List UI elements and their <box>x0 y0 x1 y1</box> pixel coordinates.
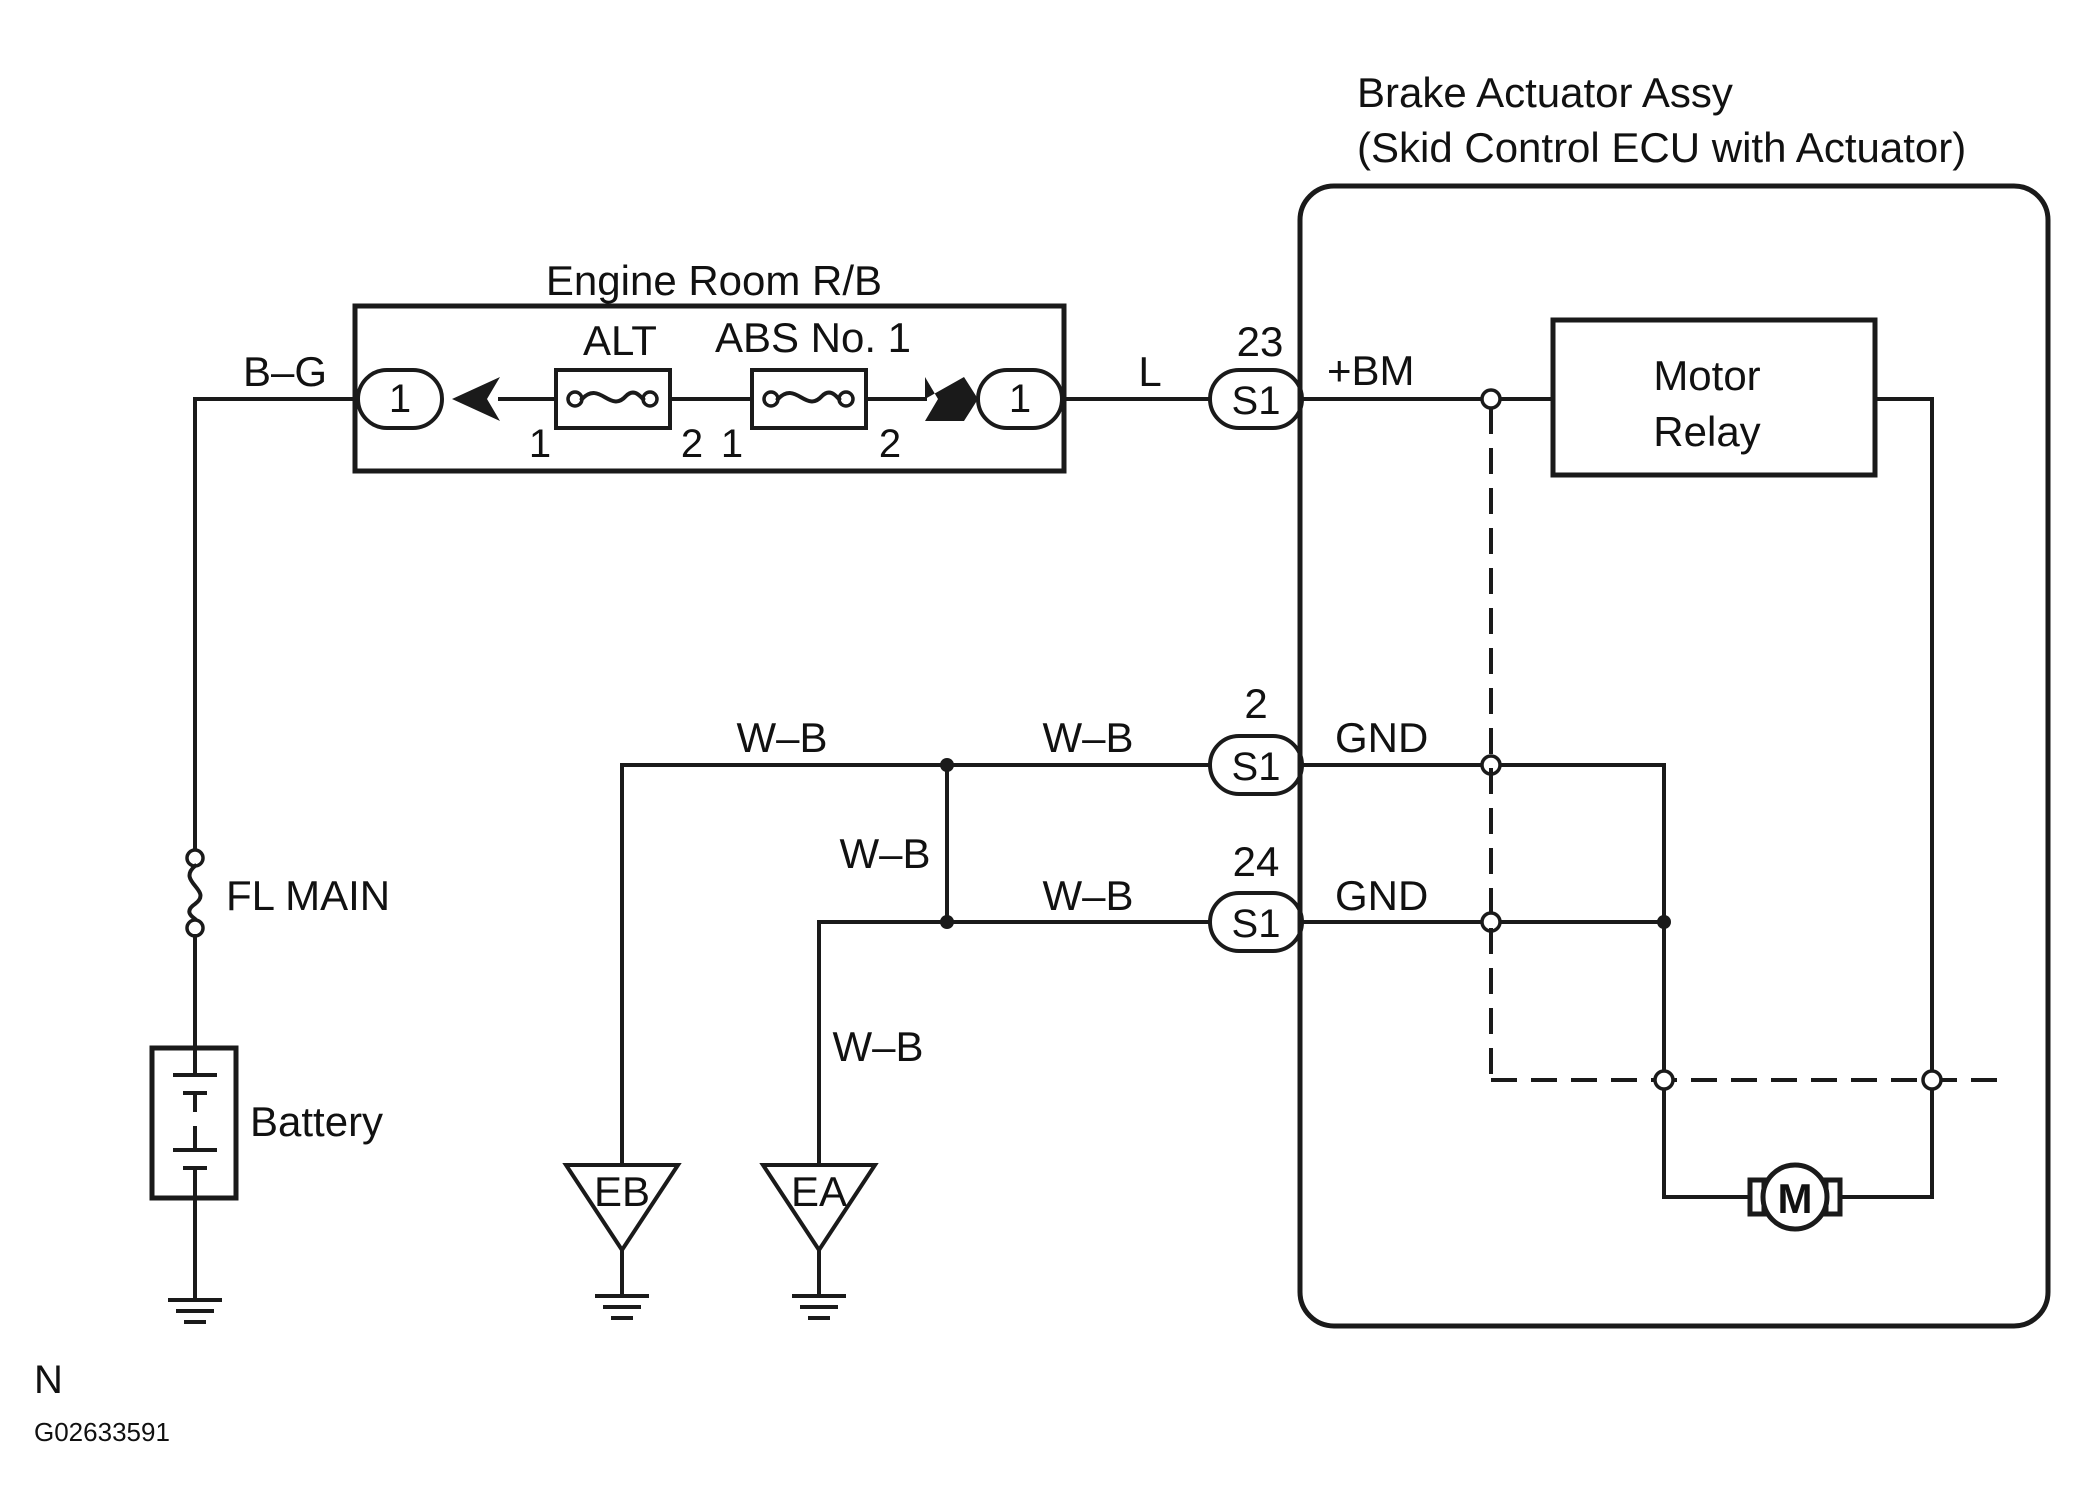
brake-actuator-subtitle: (Skid Control ECU with Actuator) <box>1357 124 1966 171</box>
s1-bm-pin-number: 23 <box>1237 318 1284 365</box>
motor-label: M <box>1778 1175 1813 1222</box>
wire-label-wb-mid-top: W–B <box>1042 714 1133 761</box>
fuse-alt-label: ALT <box>583 317 657 364</box>
battery-icon <box>173 1046 217 1200</box>
node-wb-bottom-junction <box>940 915 954 929</box>
fuse-abs-pin-in: 1 <box>721 422 743 466</box>
wire-label-ecu-feed: L <box>1138 348 1161 395</box>
fuse-alt-pin-in: 1 <box>529 422 551 466</box>
wire-battery-feed <box>193 397 360 853</box>
fuse-abs-icon <box>762 390 855 408</box>
rb-left-pin: 1 <box>389 377 411 421</box>
engine-room-rb-title: Engine Room R/B <box>546 257 882 304</box>
node-motor-left <box>1653 1069 1675 1091</box>
engine-room-rb-box <box>352 303 1067 474</box>
signal-gnd1: GND <box>1335 714 1428 761</box>
battery-ground-icon <box>168 1298 222 1324</box>
ground-ea-icon <box>759 1163 879 1254</box>
motor-icon <box>1747 1162 1843 1232</box>
battery-label: Battery <box>250 1098 383 1145</box>
wire-label-wb-left-top: W–B <box>736 714 827 761</box>
signal-gnd2: GND <box>1335 872 1428 919</box>
s1-gnd2-pin-number: 24 <box>1233 838 1280 885</box>
wire-label-wb-ea-drop: W–B <box>832 1023 923 1070</box>
footer-letter: N <box>34 1358 63 1402</box>
node-bm <box>1480 388 1502 410</box>
ground-ea-label: EA <box>791 1168 847 1215</box>
wire-label-battery-feed: B–G <box>243 348 327 395</box>
signal-bm: +BM <box>1327 347 1415 394</box>
footer-code: G02633591 <box>34 1417 170 1447</box>
ground-eb-label: EB <box>594 1168 650 1215</box>
wire-label-wb-vertical: W–B <box>839 830 930 877</box>
s1-gnd1-pin-number: 2 <box>1244 680 1267 727</box>
ground-eb-earth-icon <box>595 1294 649 1320</box>
wire-wb-bottom <box>817 920 1212 1167</box>
ground-ea-earth-icon <box>792 1294 846 1320</box>
fuse-alt-icon <box>566 390 659 408</box>
s1-bm-label: S1 <box>1232 379 1281 423</box>
fuse-abs-label: ABS No. 1 <box>715 314 911 361</box>
wire-label-wb-mid-bottom: W–B <box>1042 872 1133 919</box>
fuse-abs-pin-out: 2 <box>879 422 901 466</box>
node-gnd2-junction <box>1657 915 1671 929</box>
s1-gnd1-label: S1 <box>1232 745 1281 789</box>
brake-actuator-title: Brake Actuator Assy <box>1357 69 1733 116</box>
rb-right-arrow-icon <box>925 377 978 421</box>
ground-eb-icon <box>562 1163 682 1254</box>
motor-relay-label-2: Relay <box>1653 408 1760 455</box>
s1-gnd2-label: S1 <box>1232 902 1281 946</box>
fl-main-label: FL MAIN <box>226 872 390 919</box>
wire-wb-top <box>620 763 1212 1167</box>
node-motor-right <box>1921 1069 1943 1091</box>
fuse-alt-pin-out: 2 <box>681 422 703 466</box>
motor-relay-label-1: Motor <box>1653 352 1760 399</box>
rb-right-pin: 1 <box>1009 377 1031 421</box>
fl-main-icon <box>185 848 205 938</box>
rb-left-arrow-icon <box>452 377 500 421</box>
